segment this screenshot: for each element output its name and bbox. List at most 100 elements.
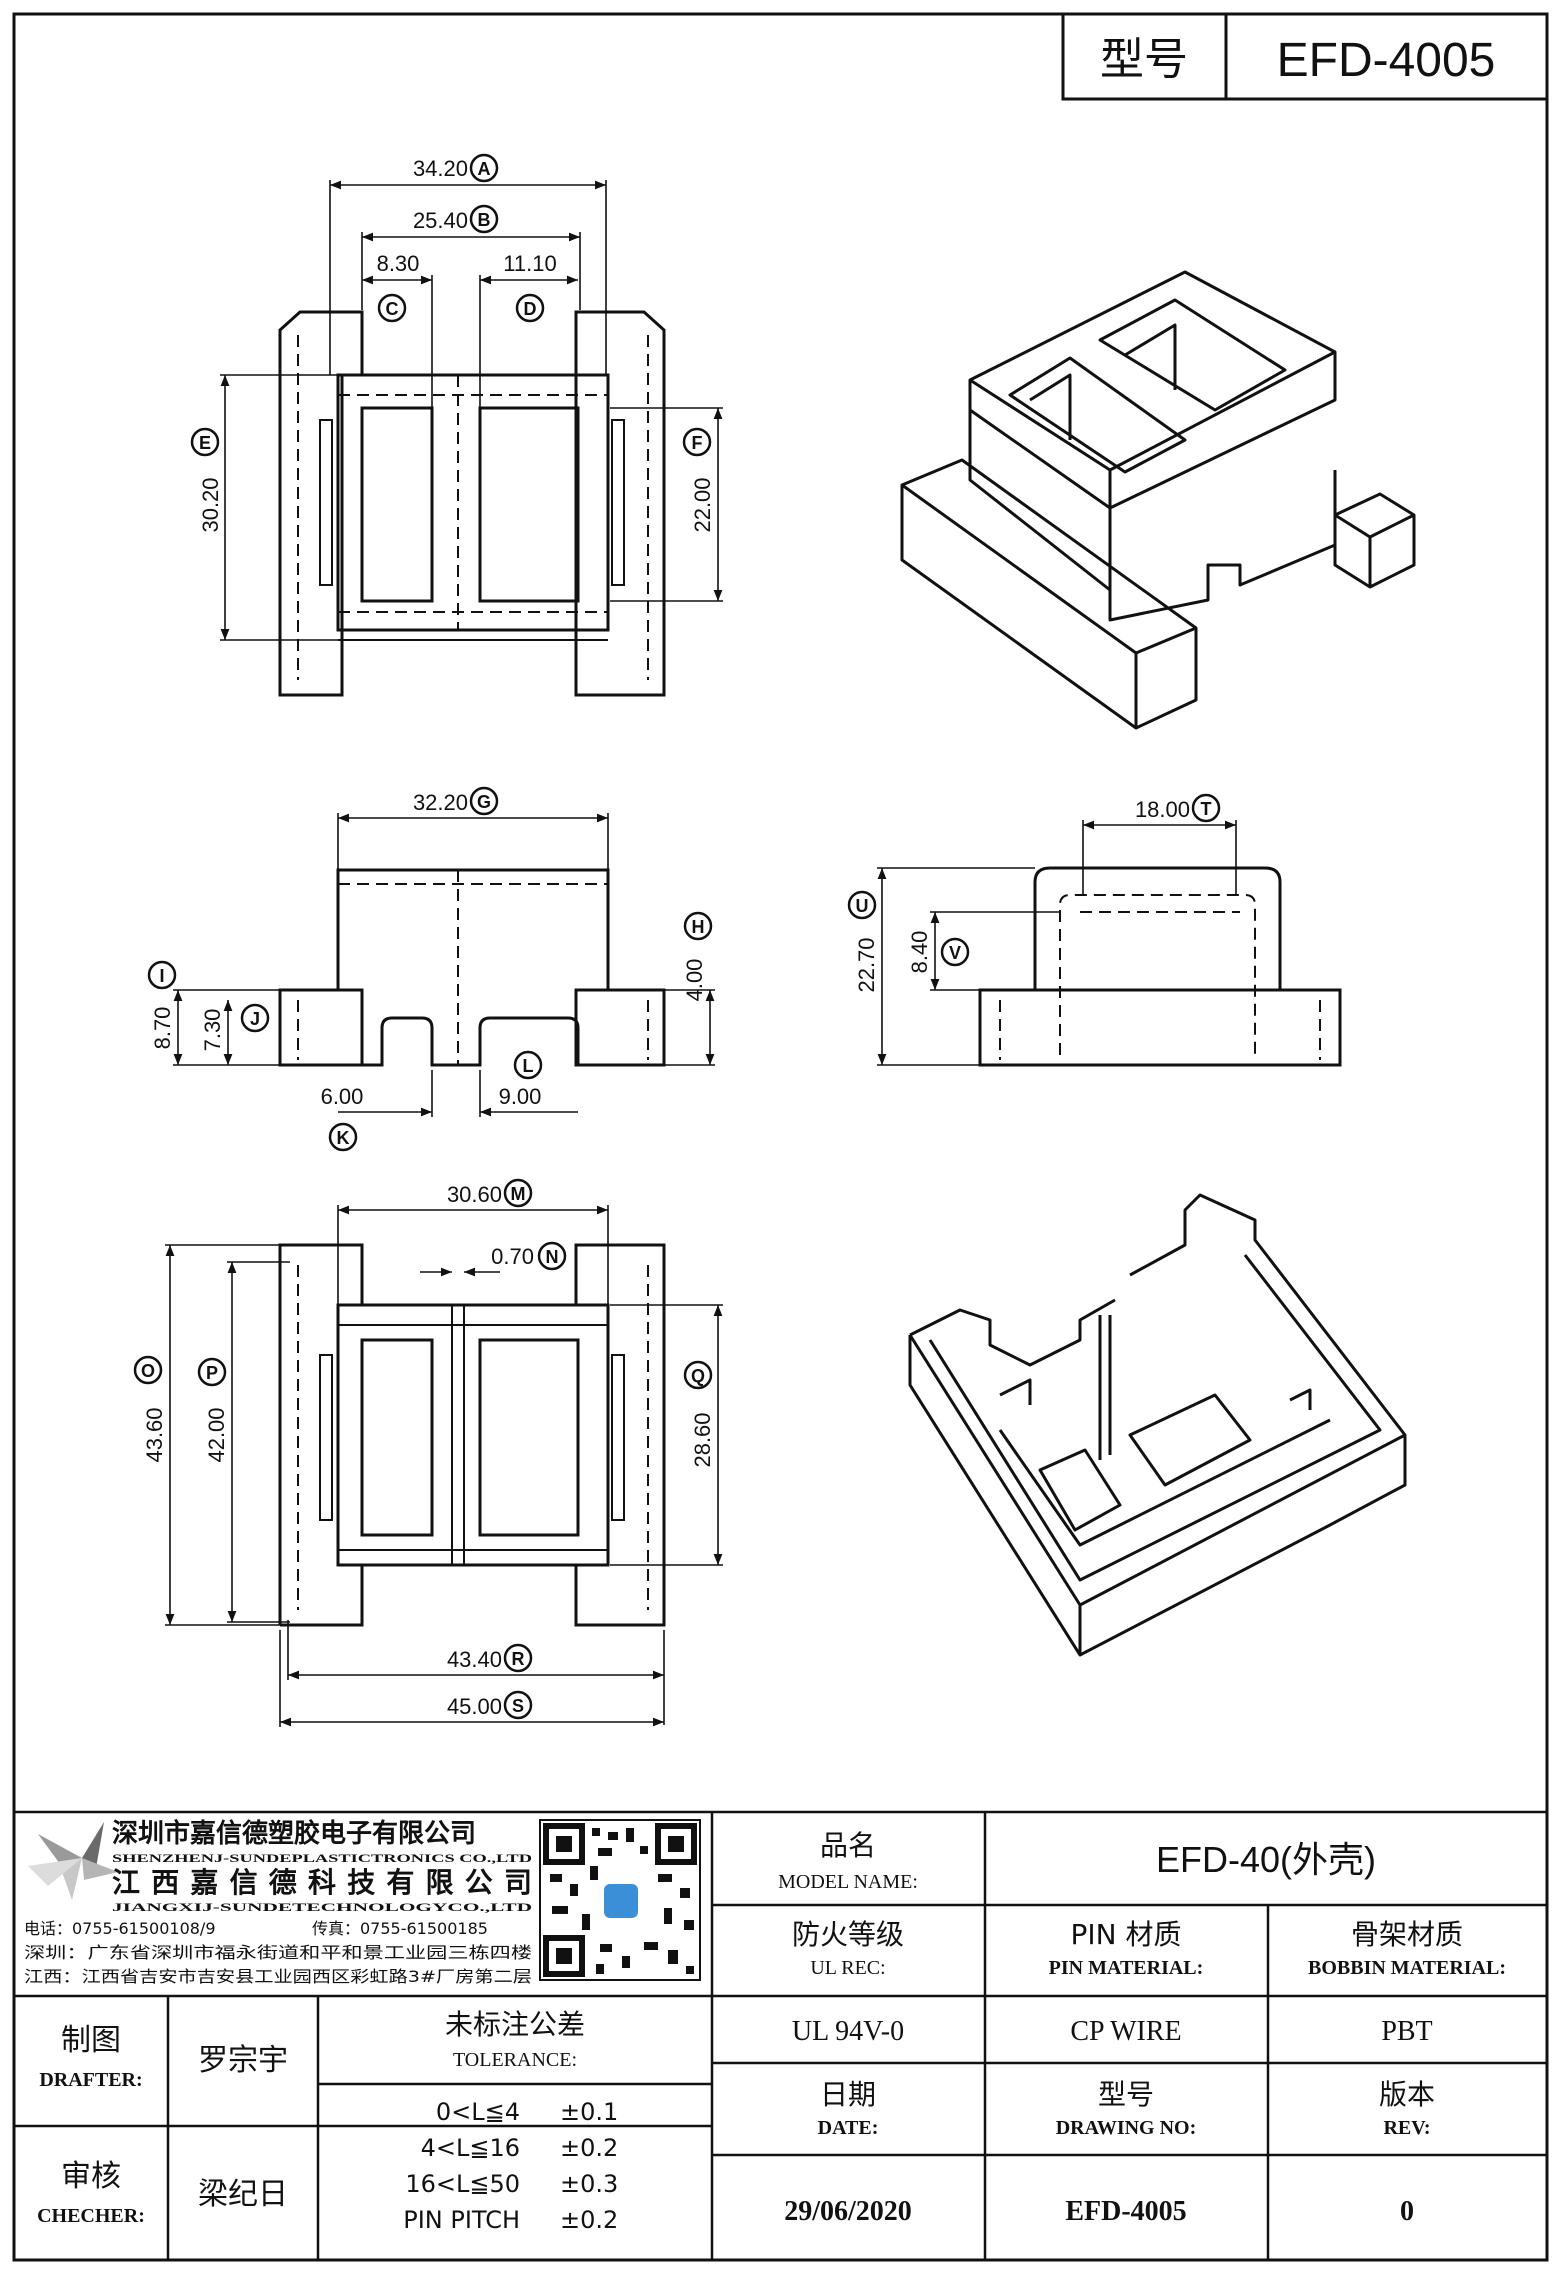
bobbin-material-value: PBT bbox=[1381, 2016, 1432, 2047]
dim-l-value: 9.00 bbox=[499, 1084, 542, 1109]
dim-h-value: 4.00 bbox=[682, 959, 707, 1002]
tolerance-en: TOLERANCE: bbox=[453, 2049, 577, 2071]
company-address-sz: 深圳：广东省深圳市福永街道和平和景工业园三栋四楼 bbox=[24, 1943, 532, 1962]
callout-t: T bbox=[1191, 793, 1221, 823]
front-view-labels: 32.20 G 4.00 H 8.70 I 7.30 J 6.00 K 9.00… bbox=[147, 786, 713, 1152]
dim-m-value: 30.60 bbox=[447, 1182, 502, 1207]
callout-c: C bbox=[377, 293, 407, 323]
qr-code-image bbox=[539, 1819, 701, 1981]
dim-v-value: 8.40 bbox=[907, 931, 932, 974]
bobbin-material-en: BOBBIN MATERIAL: bbox=[1308, 1957, 1506, 1979]
callout-o: O bbox=[133, 1355, 163, 1385]
svg-text:B: B bbox=[478, 210, 491, 230]
callout-r: R bbox=[503, 1643, 533, 1673]
bottom-view bbox=[278, 1243, 666, 1627]
svg-text:K: K bbox=[337, 1128, 350, 1148]
pin-material-en: PIN MATERIAL: bbox=[1049, 1957, 1204, 1979]
svg-text:I: I bbox=[159, 966, 164, 986]
svg-text:N: N bbox=[546, 1247, 559, 1267]
svg-text:L: L bbox=[523, 1056, 534, 1076]
tolerance-value-3: ±0.3 bbox=[560, 2170, 618, 2198]
tolerance-range-3: 16<L≦50 bbox=[405, 2170, 520, 2198]
top-view bbox=[278, 310, 666, 697]
dim-t-value: 18.00 bbox=[1135, 797, 1190, 822]
callout-s: S bbox=[503, 1690, 533, 1720]
callout-v: V bbox=[940, 937, 970, 967]
tolerance-range-4: PIN PITCH bbox=[403, 2206, 520, 2234]
rev-value: 0 bbox=[1400, 2196, 1414, 2227]
callout-m: M bbox=[503, 1178, 533, 1208]
ul-rec-cn: 防火等级 bbox=[792, 1918, 904, 1951]
dim-o-value: 43.60 bbox=[142, 1407, 167, 1462]
dim-e-value: 30.20 bbox=[198, 477, 223, 532]
callout-j: J bbox=[240, 1003, 270, 1033]
callout-h: H bbox=[683, 911, 713, 941]
checker-cn: 审核 bbox=[61, 2159, 121, 2194]
svg-text:U: U bbox=[856, 896, 869, 916]
company-fax: 传真：0755-61500185 bbox=[312, 1919, 488, 1938]
company-info: 深圳市嘉信德塑胶电子有限公司 SHENZHENJ-SUNDEPLASTICTRO… bbox=[24, 1818, 533, 1986]
ul-value: UL 94V-0 bbox=[792, 2016, 904, 2047]
svg-text:D: D bbox=[524, 299, 537, 319]
svg-text:E: E bbox=[199, 433, 211, 453]
tolerance-value-2: ±0.2 bbox=[560, 2134, 618, 2162]
dim-q-value: 28.60 bbox=[690, 1412, 715, 1467]
top-view-labels: 34.20 A 25.40 B 8.30 C 11.10 D 30.20 E 2… bbox=[190, 153, 715, 533]
tolerance-value-4: ±0.2 bbox=[560, 2206, 618, 2234]
callout-u: U bbox=[847, 890, 877, 920]
date-value: 29/06/2020 bbox=[784, 2196, 912, 2227]
dim-g-value: 32.20 bbox=[413, 790, 468, 815]
callout-a: A bbox=[469, 153, 499, 183]
tolerance-range-2: 4<L≦16 bbox=[421, 2134, 520, 2162]
pin-material-value: CP WIRE bbox=[1070, 2016, 1181, 2047]
dim-r-value: 43.40 bbox=[447, 1647, 502, 1672]
model-name-en: MODEL NAME: bbox=[778, 1871, 918, 1893]
callout-l: L bbox=[513, 1050, 543, 1080]
dim-s-value: 45.00 bbox=[447, 1694, 502, 1719]
title-block-text: 品名 MODEL NAME: EFD-40(外壳) 防火等级 UL REC: P… bbox=[37, 1829, 1506, 2234]
svg-text:F: F bbox=[692, 433, 703, 453]
company-name-en-1: SHENZHENJ-SUNDEPLASTICTRONICS CO.,LTD bbox=[112, 1851, 533, 1865]
svg-text:A: A bbox=[478, 159, 491, 179]
svg-text:R: R bbox=[512, 1649, 525, 1669]
dim-c-value: 8.30 bbox=[377, 251, 420, 276]
sheet-border bbox=[12, 12, 1549, 2262]
drawing-no-value: EFD-4005 bbox=[1065, 2196, 1186, 2227]
svg-text:G: G bbox=[477, 792, 491, 812]
header-model-box: 型号 EFD-4005 bbox=[1061, 12, 1549, 101]
iso-view-top bbox=[900, 270, 1416, 730]
dim-i-value: 8.70 bbox=[150, 1007, 175, 1050]
drafter-value: 罗宗宇 bbox=[198, 2043, 288, 2078]
header-model-value: EFD-4005 bbox=[1277, 34, 1496, 87]
side-view bbox=[978, 866, 1342, 1067]
front-view bbox=[278, 868, 666, 1067]
side-view-dimensions bbox=[877, 820, 1237, 1066]
callout-n: N bbox=[537, 1241, 567, 1271]
drafter-cn: 制图 bbox=[61, 2023, 121, 2058]
company-tel: 电话：0755-61500108/9 bbox=[24, 1919, 216, 1938]
side-view-labels: 18.00 T 22.70 U 8.40 V bbox=[847, 793, 1221, 993]
callout-d: D bbox=[515, 293, 545, 323]
dim-j-value: 7.30 bbox=[200, 1009, 225, 1052]
top-view-dimensions bbox=[220, 180, 723, 641]
model-name-value: EFD-40(外壳) bbox=[1156, 1839, 1376, 1880]
svg-text:T: T bbox=[1201, 799, 1212, 819]
title-block bbox=[14, 1810, 1547, 2260]
callout-p: P bbox=[197, 1357, 227, 1387]
bobbin-material-cn: 骨架材质 bbox=[1351, 1918, 1463, 1951]
company-name-cn-2: 江西嘉信德科技有限公司 bbox=[112, 1866, 532, 1899]
callout-e: E bbox=[190, 427, 220, 457]
date-cn: 日期 bbox=[820, 2078, 876, 2111]
svg-text:V: V bbox=[949, 943, 961, 963]
front-view-dimensions bbox=[173, 813, 715, 1117]
callout-i: I bbox=[147, 960, 177, 990]
svg-text:S: S bbox=[512, 1696, 524, 1716]
dim-p-value: 42.00 bbox=[204, 1407, 229, 1462]
company-name-cn-1: 深圳市嘉信德塑胶电子有限公司 bbox=[112, 1818, 476, 1849]
checker-value: 梁纪日 bbox=[198, 2177, 288, 2212]
bottom-view-labels: 30.60 M 0.70 N 43.60 O 42.00 P 28.60 Q 4… bbox=[133, 1178, 715, 1720]
dim-k-value: 6.00 bbox=[321, 1084, 364, 1109]
dim-n-value: 0.70 bbox=[491, 1244, 534, 1269]
bottom-view-dimensions bbox=[165, 1205, 723, 1727]
